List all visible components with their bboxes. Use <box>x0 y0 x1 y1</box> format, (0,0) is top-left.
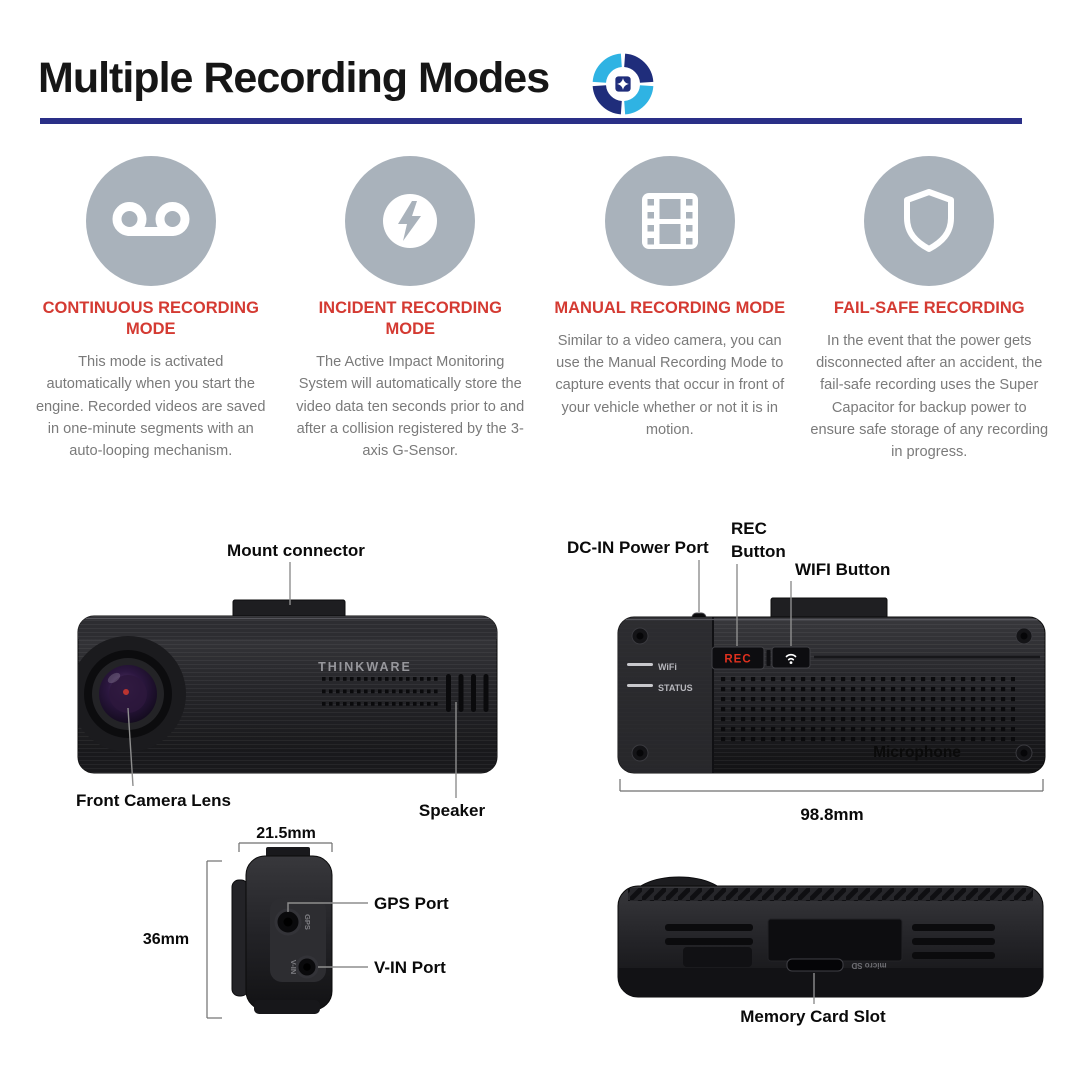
speaker-label: Speaker <box>419 801 486 820</box>
thinkware-brand-text: THINKWARE <box>318 660 412 674</box>
feature-title: FAIL-SAFE RECORDING <box>833 299 1025 317</box>
front-camera-lens-label: Front Camera Lens <box>76 791 231 810</box>
screw <box>631 627 1033 762</box>
feature-failsafe-recording: FAIL-SAFE RECORDING In the event that th… <box>807 156 1053 463</box>
feature-title: MANUAL RECORDING MODE <box>554 299 786 317</box>
wifi-button <box>771 646 811 669</box>
rec-button-text: REC <box>724 654 751 666</box>
mount-connector-label: Mount connector <box>227 541 365 560</box>
width-dim-label: 98.8mm <box>800 805 863 824</box>
callout-line <box>127 707 134 787</box>
feature-manual-recording: MANUAL RECORDING MODE Similar to a video… <box>547 156 793 463</box>
callout-line <box>287 902 368 912</box>
rec-button <box>711 646 765 670</box>
title-underline <box>40 118 1022 124</box>
dashcam-front-view: THINKWARE Mount connector Front Camera L… <box>76 541 498 820</box>
width-dimension: 98.8mm <box>619 779 1044 824</box>
dashcam-top-view: WiFi STATUS REC Microphone DC-IN Power P… <box>567 519 1046 824</box>
side-dimensions: 21.5mm 36mm <box>143 825 333 1019</box>
feature-title: INCIDENT RECORDING MODE <box>318 299 502 339</box>
feature-description: In the event that the power gets disconn… <box>810 333 1049 460</box>
status-led <box>627 684 653 687</box>
feature-icon-circle <box>864 156 995 286</box>
v-in-port-engraving: V-IN <box>289 960 298 975</box>
feature-incident-recording: INCIDENT RECORDING MODE The Active Impac… <box>288 156 534 463</box>
feature-description: This mode is activated automatically whe… <box>35 354 266 459</box>
feature-description: Similar to a video camera, you can use t… <box>555 333 785 438</box>
memory-card-slot <box>786 958 844 972</box>
feature-icon-circle <box>85 156 216 286</box>
microphone-grid <box>721 677 1015 744</box>
voicemail-icon <box>112 202 190 236</box>
dashcam-side-view: 21.5mm 36mm GPS V-IN GPS Port V-IN Port <box>143 825 449 1019</box>
wifi-led <box>627 663 653 666</box>
vent-serration <box>628 888 1033 901</box>
bottom-base-band <box>618 968 1043 997</box>
recording-modes-row: CONTINUOUS RECORDING MODE This mode is a… <box>28 156 1052 463</box>
feature-title: CONTINUOUS RECORDING MODE <box>42 299 259 339</box>
feature-icon-circle <box>345 156 476 286</box>
lightning-icon <box>383 194 438 248</box>
lens-center-dot <box>123 689 129 695</box>
micro-sd-engraving: micro SD <box>851 961 886 970</box>
feature-description: The Active Impact Monitoring System will… <box>296 354 525 459</box>
wifi-glyph-icon <box>785 653 797 664</box>
gps-port-label: GPS Port <box>374 894 449 913</box>
memory-card-slot-label: Memory Card Slot <box>740 1007 886 1026</box>
rec-button-label-line2: Button <box>731 542 786 561</box>
dashcam-bottom-view: micro SD Memory Card Slot <box>617 876 1044 1026</box>
feature-continuous-recording: CONTINUOUS RECORDING MODE This mode is a… <box>28 156 274 463</box>
brand-target-icon <box>592 53 654 115</box>
status-led-label: STATUS <box>658 683 693 693</box>
film-strip-icon <box>641 193 698 249</box>
depth-dim-label: 21.5mm <box>256 825 316 842</box>
wifi-button-label: WIFI Button <box>795 560 890 579</box>
microphone-label: Microphone <box>873 744 961 761</box>
height-dim-label: 36mm <box>143 931 189 948</box>
dc-in-power-port-label: DC-IN Power Port <box>567 538 709 557</box>
feature-icon-circle <box>604 156 735 286</box>
v-in-port-label: V-IN Port <box>374 958 446 977</box>
gps-port-engraving: GPS <box>303 914 312 930</box>
front-vent-grid <box>322 677 441 714</box>
shield-icon <box>904 189 955 252</box>
speaker-slots <box>446 674 489 712</box>
rec-button-label-line1: REC <box>731 519 767 538</box>
side-base <box>254 1000 320 1014</box>
wifi-led-label: WiFi <box>658 662 677 672</box>
page-title: Multiple Recording Modes <box>38 54 550 102</box>
device-diagrams: THINKWARE Mount connector Front Camera L… <box>76 519 1046 1026</box>
label-recess <box>767 918 903 962</box>
